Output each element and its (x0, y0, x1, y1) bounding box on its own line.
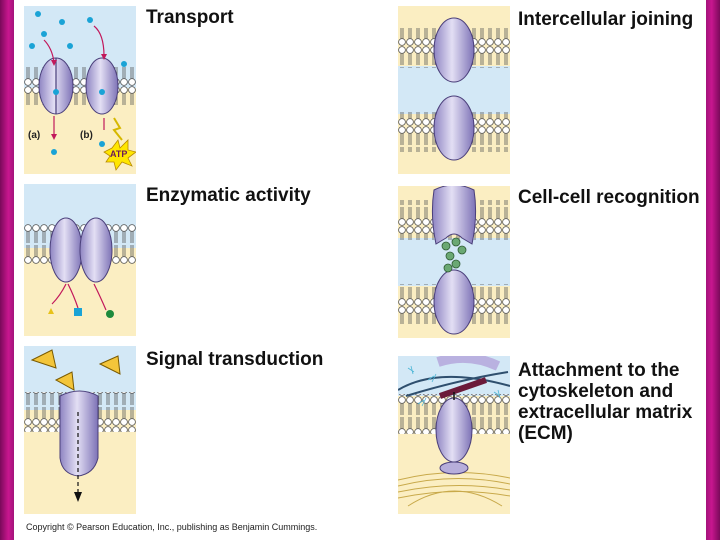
attachment-panel (398, 356, 510, 514)
label-recognition: Cell-cell recognition (518, 187, 700, 208)
attachment-illustration (398, 356, 510, 514)
transport-tag-a: (a) (28, 130, 40, 141)
recognition-panel (398, 186, 510, 338)
label-transport: Transport (146, 7, 234, 28)
transport-illustration: ATP (a) (b) (24, 6, 136, 174)
enzymatic-illustration (24, 184, 136, 336)
joining-illustration (398, 6, 510, 174)
label-attachment: Attachment to the cytoskeleton and extra… (518, 360, 692, 444)
attachment-line-4: (ECM) (518, 423, 573, 444)
copyright-caption: Copyright © Pearson Education, Inc., pub… (26, 522, 318, 532)
enzymatic-panel (24, 184, 136, 336)
right-frame-bar (706, 0, 720, 540)
attachment-line-3: extracellular matrix (518, 402, 693, 423)
joining-panel (398, 6, 510, 174)
signal-illustration (24, 346, 136, 514)
attachment-line-1: Attachment to the (518, 360, 680, 381)
signal-panel (24, 346, 136, 514)
label-enzymatic: Enzymatic activity (146, 185, 311, 206)
atp-label: ATP (110, 149, 127, 159)
label-signal: Signal transduction (146, 349, 324, 370)
recognition-illustration (398, 186, 510, 338)
transport-tag-b: (b) (80, 130, 93, 141)
transport-panel: ATP (a) (b) (24, 6, 136, 174)
attachment-line-2: cytoskeleton and (518, 381, 674, 402)
left-frame-bar (0, 0, 14, 540)
label-joining: Intercellular joining (518, 9, 694, 30)
